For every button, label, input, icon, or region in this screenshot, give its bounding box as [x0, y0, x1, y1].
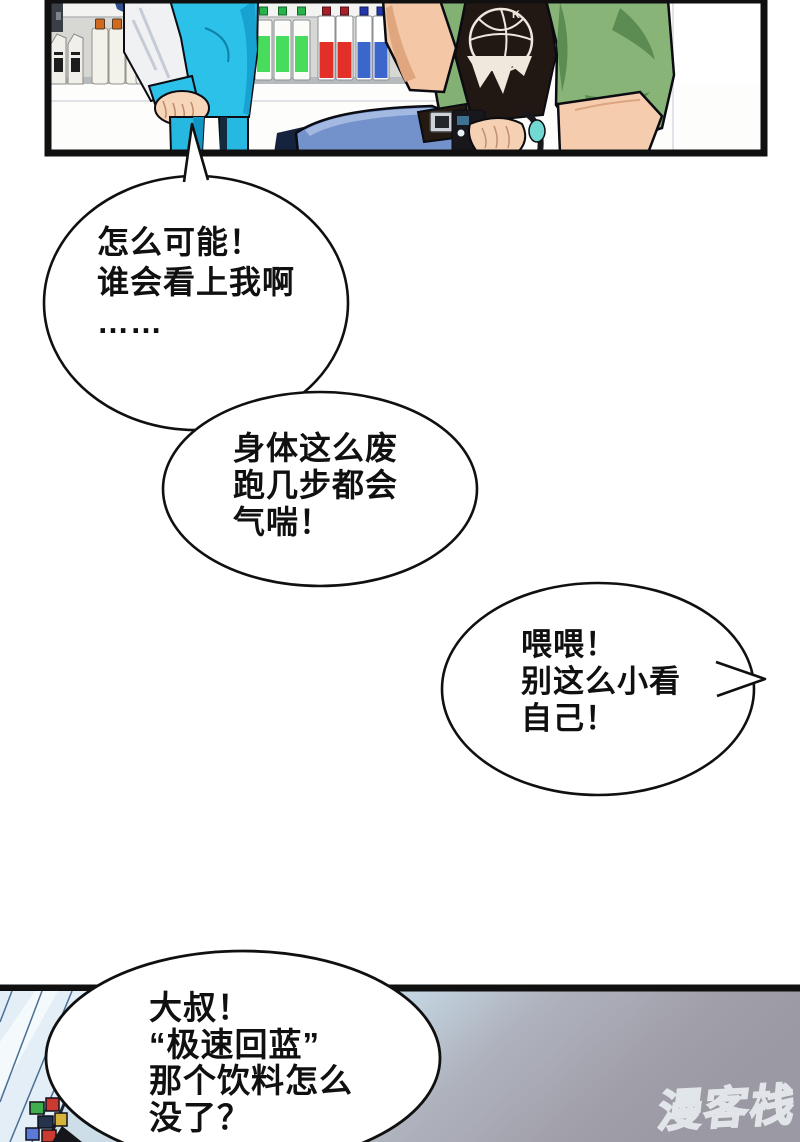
- bracelet-bead: [528, 119, 546, 143]
- bubble-4-text: 大叔！ “极速回蓝” 那个饮料怎么 没了？: [149, 989, 353, 1136]
- milk-cartons: [50, 33, 84, 85]
- speech-bubble-2: [161, 390, 479, 588]
- bubble-1-tail: [182, 122, 210, 183]
- flame-graphic: [467, 56, 532, 94]
- speech-bubble-3: [440, 581, 767, 797]
- character-fat-man: K: [274, 0, 676, 154]
- panel-store-scene: K: [47, 0, 765, 154]
- watermark-logo: 漫客栈: [654, 1079, 800, 1138]
- bubble-3-tail: [715, 660, 767, 698]
- top-panel-border: [44, 0, 768, 157]
- bubble-2-text: 身体这么废 跑几步都会 气喘！: [233, 430, 399, 540]
- shelf-products: [25, 1097, 82, 1142]
- bubble-1-text: 怎么可能！ 谁会看上我啊 ……: [97, 224, 296, 340]
- blue-bottles: [355, 6, 390, 81]
- green-cap-bottles: [254, 6, 311, 81]
- speech-bubble-1: [42, 122, 350, 432]
- red-bottles: [317, 6, 354, 81]
- man-forearm: [556, 90, 664, 154]
- speech-bubble-4: [44, 949, 442, 1142]
- tee-letter: K: [512, 9, 520, 21]
- bubble-3-text: 喂喂！ 别这么小看 自己！: [521, 627, 681, 736]
